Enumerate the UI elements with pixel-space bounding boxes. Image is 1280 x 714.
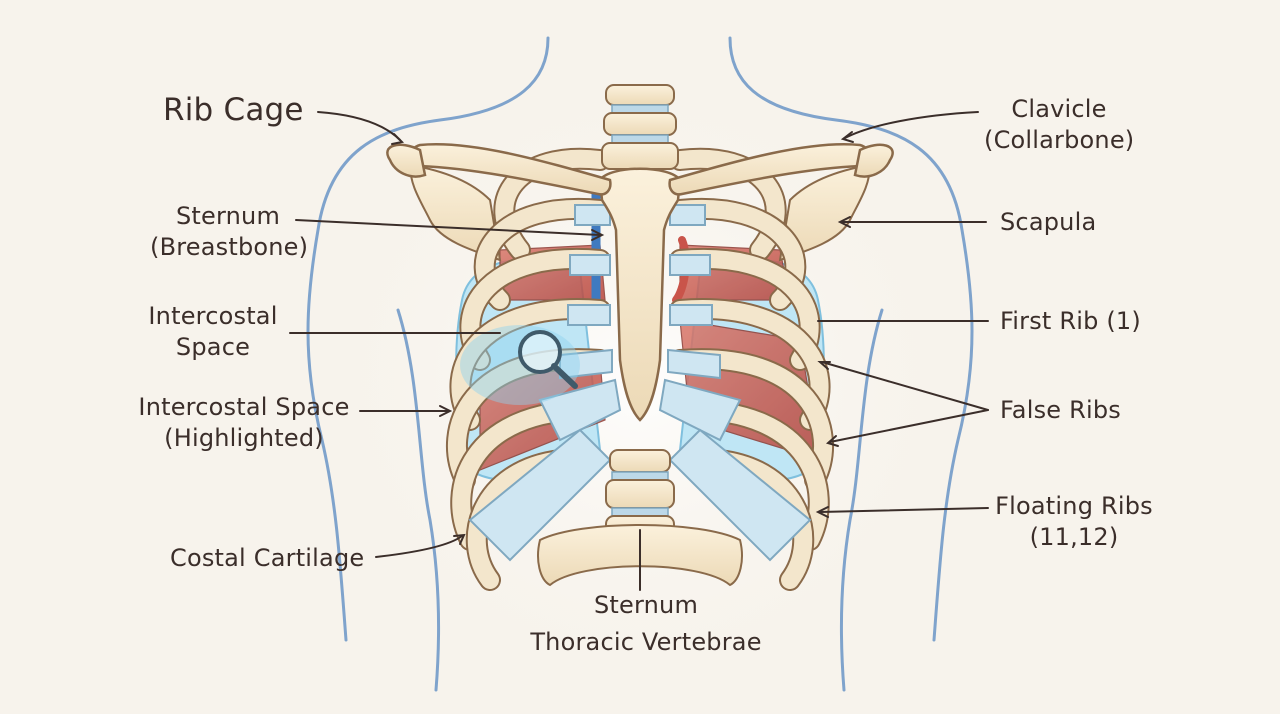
label-intercostal-line2: Space — [140, 332, 286, 363]
label-first-rib-text: First Rib (1) — [1000, 306, 1141, 337]
label-intercostal-line1: Intercostal — [140, 301, 286, 332]
label-floating-ribs: Floating Ribs (11,12) — [990, 491, 1158, 553]
label-false-ribs: False Ribs — [1000, 395, 1121, 426]
label-rib-cage-text: Rib Cage — [163, 92, 304, 128]
label-scapula-text: Scapula — [1000, 207, 1096, 238]
label-intercostal-hl-line1: Intercostal Space — [132, 392, 356, 423]
label-clavicle-line2: (Collarbone) — [984, 125, 1134, 156]
label-intercostal-highlighted: Intercostal Space (Highlighted) — [132, 392, 356, 454]
label-bottom-vertebrae: Thoracic Vertebrae — [528, 627, 764, 658]
label-sternum-line2: (Breastbone) — [150, 232, 306, 263]
label-costal-cartilage: Costal Cartilage — [170, 543, 364, 574]
label-floating-line1: Floating Ribs — [990, 491, 1158, 522]
label-sternum-line1: Sternum — [150, 201, 306, 232]
magnifier-icon — [460, 325, 580, 405]
label-bottom-sternum: Sternum — [528, 590, 764, 621]
label-intercostal-space: Intercostal Space — [140, 301, 286, 363]
label-intercostal-hl-line2: (Highlighted) — [132, 423, 356, 454]
label-clavicle-line1: Clavicle — [984, 94, 1134, 125]
label-floating-line2: (11,12) — [990, 522, 1158, 553]
label-scapula: Scapula — [1000, 207, 1096, 238]
label-first-rib: First Rib (1) — [1000, 306, 1141, 337]
label-rib-cage: Rib Cage — [163, 92, 304, 128]
label-bottom: Sternum Thoracic Vertebrae — [528, 590, 764, 658]
label-false-ribs-text: False Ribs — [1000, 395, 1121, 426]
label-costal-cartilage-text: Costal Cartilage — [170, 543, 364, 574]
leader-rib-cage — [318, 112, 400, 140]
label-sternum: Sternum (Breastbone) — [150, 201, 306, 263]
label-clavicle: Clavicle (Collarbone) — [984, 94, 1134, 156]
